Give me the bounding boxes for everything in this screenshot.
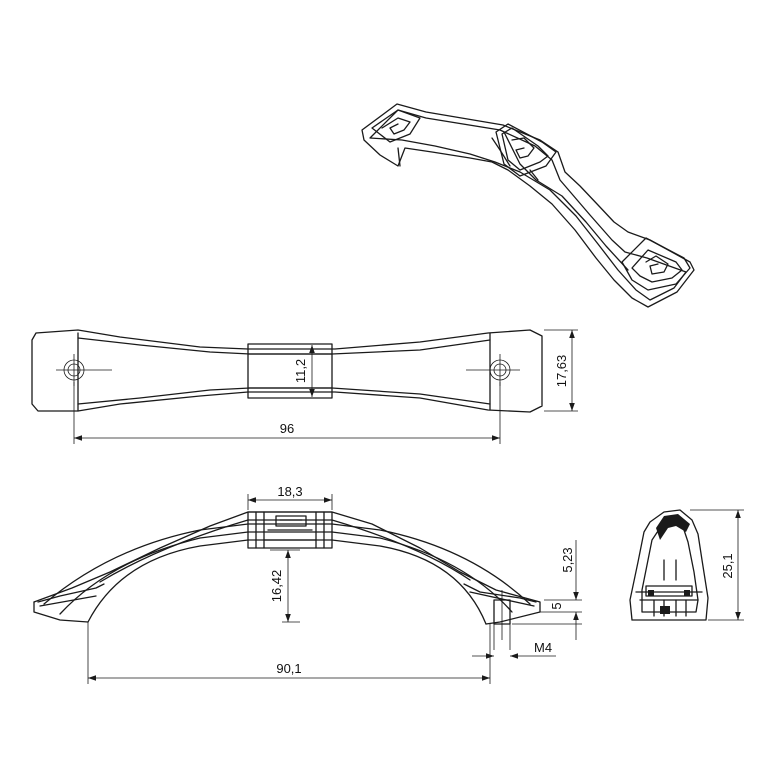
top-view: 96 11,2 17,63 bbox=[31, 329, 578, 444]
dim-spacing-front: 90,1 bbox=[276, 661, 301, 676]
front-view: 18,3 16,42 90,1 M4 5,23 5 bbox=[33, 484, 582, 684]
isometric-view bbox=[361, 103, 695, 308]
side-view: 25,1 bbox=[629, 509, 744, 621]
dim-end-width: 17,63 bbox=[554, 355, 569, 388]
dim-boss-height: 5 bbox=[549, 602, 564, 609]
dim-center-width: 18,3 bbox=[277, 484, 302, 499]
dim-arch-height: 16,42 bbox=[269, 570, 284, 603]
dim-inner-width: 11,2 bbox=[293, 359, 308, 383]
dim-hole-spacing: 96 bbox=[280, 421, 294, 436]
dim-boss-offset: 5,23 bbox=[560, 547, 575, 572]
dim-total-height: 25,1 bbox=[720, 553, 735, 578]
dim-thread: M4 bbox=[534, 640, 552, 655]
